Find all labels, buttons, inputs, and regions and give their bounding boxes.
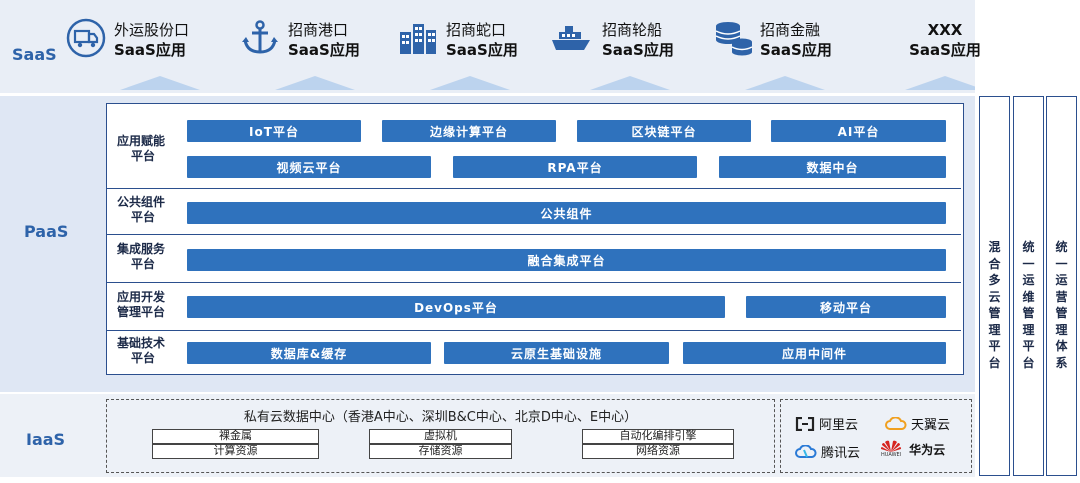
iaas-label: IaaS [26,430,66,449]
row-label: 集成服务平台 [117,242,183,272]
app-middleware: 应用中间件 [683,342,946,364]
anchor-icon [242,20,278,54]
network-resources: 网络资源 [582,444,734,459]
row-label-line2: 平台 [131,257,156,271]
ship-icon [552,26,590,50]
blockchain-platform: 区块链平台 [577,120,751,142]
huawei-logo-icon [881,440,902,452]
vertical-label: 统一运营管理体系 [1055,240,1068,370]
aliyun: 阿里云 [795,414,858,433]
app-sub: SaaS应用 [602,41,674,59]
tencent-logo-icon [795,444,817,458]
huawei-cloud: HUAWEI 华为云 [881,440,945,458]
row-app-enable: 应用赋能平台 IoT平台 边缘计算平台 区块链平台 AI平台 视频云平台 RPA… [107,104,961,188]
cloud-native-infrastructure: 云原生基础设施 [444,342,669,364]
app-name: 招商金融 [760,21,821,39]
storage-resources: 存储资源 [369,444,512,459]
app-name: 招商蛇口 [446,21,507,39]
common-components: 公共组件 [187,202,946,224]
vertical-label: 统一运维管理平台 [1022,240,1035,370]
row-label-line2: 平台 [131,351,156,365]
saas-label: SaaS [12,45,57,64]
data-middle-platform: 数据中台 [719,156,946,178]
database-cache: 数据库&缓存 [187,342,431,364]
hybrid-multicloud-mgmt-platform: 混合多云管理平台 [979,96,1010,476]
devops-platform: DevOps平台 [187,296,725,318]
converged-integration-platform: 融合集成平台 [187,249,946,271]
app-sub: SaaS应用 [446,41,518,59]
row-label-line2: 平台 [131,149,156,163]
mobile-platform: 移动平台 [746,296,946,318]
tianyi-cloud: 天翼云 [885,414,950,433]
vertical-label: 混合多云管理平台 [988,240,1001,370]
ai-platform: AI平台 [771,120,946,142]
private-cloud-datacenter: 私有云数据中心（香港A中心、深圳B&C中心、北京D中心、E中心） 裸金属 虚拟机… [106,399,775,473]
cloud-name: 华为云 [909,442,946,457]
app-sub: SaaS应用 [288,41,360,59]
app-sub: SaaS应用 [909,41,981,59]
cloud-name: 阿里云 [819,418,859,433]
row-common-components: 公共组件平台 公共组件 [107,188,961,235]
app-name: 招商港口 [288,21,349,39]
paas-label: PaaS [24,222,69,241]
tencent-cloud: 腾讯云 [795,442,860,461]
row-label-line1: 公共组件 [117,195,166,209]
app-name: 招商轮船 [602,21,663,39]
truck-icon [66,18,106,58]
unified-ops-mgmt-platform: 统一运维管理平台 [1013,96,1044,476]
cloud-name: 腾讯云 [821,446,861,461]
buildings-icon [400,24,436,54]
row-label: 应用开发管理平台 [117,290,183,320]
row-label: 基础技术平台 [117,336,183,366]
coins-icon [715,22,753,56]
edge-computing-platform: 边缘计算平台 [382,120,556,142]
arrow-up-icon [275,76,355,90]
app-name: XXX [927,21,963,39]
huawei-wordmark: HUAWEI [881,452,902,458]
row-label-line1: 基础技术 [117,336,166,350]
rpa-platform: RPA平台 [453,156,697,178]
iot-platform: IoT平台 [187,120,361,142]
row-label: 应用赋能平台 [117,134,183,164]
cloud-name: 天翼云 [911,418,951,433]
arrow-up-icon [905,76,975,90]
automation-orchestration-engine: 自动化编排引擎 [582,429,734,444]
virtual-machine: 虚拟机 [369,429,512,444]
row-basic-tech: 基础技术平台 数据库&缓存 云原生基础设施 应用中间件 [107,330,961,375]
public-clouds: 阿里云 天翼云 腾讯云 HUAWEI 华为云 [780,399,972,473]
arrow-up-icon [745,76,825,90]
row-label-line2: 平台 [131,210,156,224]
aliyun-logo-icon [795,416,815,431]
tianyi-logo-icon [885,416,907,430]
app-name: 外运股份口 [114,21,190,39]
row-label: 公共组件平台 [117,195,183,225]
compute-resources: 计算资源 [152,444,319,459]
row-app-dev-mgmt: 应用开发管理平台 DevOps平台 移动平台 [107,282,961,331]
saas-arrows [120,76,975,90]
arrow-up-icon [590,76,670,90]
paas-panel: 应用赋能平台 IoT平台 边缘计算平台 区块链平台 AI平台 视频云平台 RPA… [106,103,964,375]
app-sub: SaaS应用 [114,41,186,59]
arrow-up-icon [120,76,200,90]
bare-metal: 裸金属 [152,429,319,444]
row-label-line2: 管理平台 [117,305,166,319]
app-sub: SaaS应用 [760,41,832,59]
row-label-line1: 应用开发 [117,290,166,304]
unified-operation-mgmt-system: 统一运营管理体系 [1046,96,1077,476]
row-integration-service: 集成服务平台 融合集成平台 [107,234,961,283]
row-label-line1: 集成服务 [117,242,166,256]
video-cloud-platform: 视频云平台 [187,156,431,178]
arrow-up-icon [430,76,510,90]
row-label-line1: 应用赋能 [117,134,166,148]
datacenter-title: 私有云数据中心（香港A中心、深圳B&C中心、北京D中心、E中心） [243,410,638,425]
